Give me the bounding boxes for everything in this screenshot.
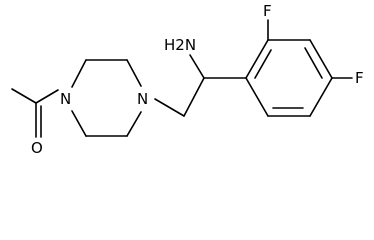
bond-ar-c1-c2 [245, 39, 269, 79]
atom-n1-label: N [60, 90, 71, 108]
bond-ch-nh2 [189, 54, 205, 79]
atom-nh2-label: H2N [164, 36, 196, 54]
bond-ar-c3-c4-inner [304, 47, 323, 79]
bond-ch2-ch [183, 77, 205, 117]
bond-c6-n1 [71, 110, 87, 137]
bond-carbonyl-n [35, 89, 59, 104]
bond-ar-c6-c1 [245, 77, 269, 117]
structure-canvas: O N N H2N F F [11, 2, 364, 155]
bond-ar-c4-c5 [309, 77, 333, 117]
atom-o-label: O [31, 139, 43, 155]
bond-ar-c3-c4 [309, 39, 333, 79]
bond-n1-c2 [71, 59, 87, 88]
bond-ar-c2-c2-inner [254, 49, 272, 79]
bond-c3-n2 [126, 59, 142, 87]
bond-n2-ch2 [154, 98, 185, 117]
bond-methyl-carbonyl [11, 88, 37, 104]
molecule-drawing: O N N H2N F F [11, 2, 364, 155]
atom-f1-label: F [263, 2, 272, 20]
bond-n2-c5 [126, 111, 142, 137]
atom-f2-label: F [355, 69, 364, 87]
atom-n2-label: N [137, 90, 148, 108]
